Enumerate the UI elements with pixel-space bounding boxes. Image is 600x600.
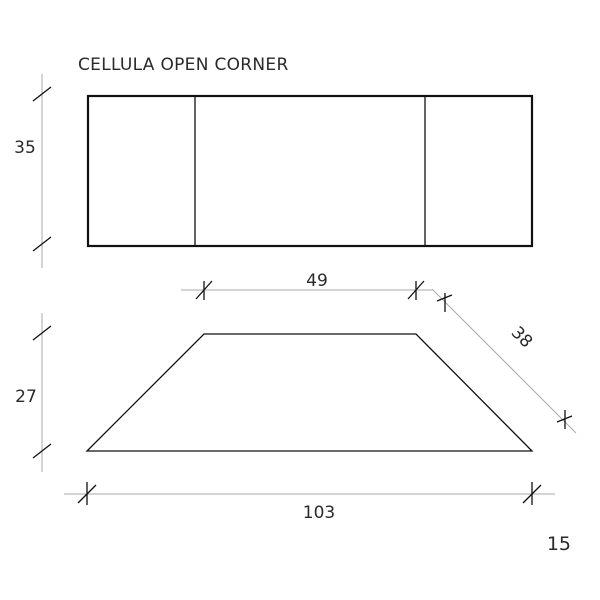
height-dimension: 35	[14, 74, 52, 268]
front-width-dimension: 49	[181, 271, 432, 300]
depth-dimension-tick-top	[32, 325, 52, 341]
height-dimension-tick-top	[32, 86, 52, 102]
back-width-dimension-label: 103	[303, 503, 335, 523]
height-dimension-label: 35	[14, 138, 36, 158]
front-view	[86, 94, 534, 248]
height-dimension-tick-bottom	[32, 236, 52, 252]
side-length-dimension: 38	[431, 288, 577, 434]
back-width-tick-left	[77, 484, 97, 504]
top-view-outline	[85, 333, 534, 452]
side-length-dimension-line	[431, 288, 577, 434]
back-width-tick-right	[522, 484, 542, 504]
drawing-title: CELLULA OPEN CORNER	[78, 55, 289, 75]
back-width-dimension: 103	[64, 482, 555, 523]
front-width-tick-right	[407, 280, 425, 300]
page-number: 15	[547, 533, 571, 555]
side-length-dimension-label: 38	[507, 323, 536, 352]
depth-dimension-tick-bottom	[32, 443, 52, 459]
front-width-tick-left	[195, 280, 213, 300]
front-width-dimension-label: 49	[306, 271, 328, 291]
depth-dimension: 27	[15, 313, 52, 472]
front-view-outline	[86, 94, 534, 248]
depth-dimension-label: 27	[15, 387, 37, 407]
